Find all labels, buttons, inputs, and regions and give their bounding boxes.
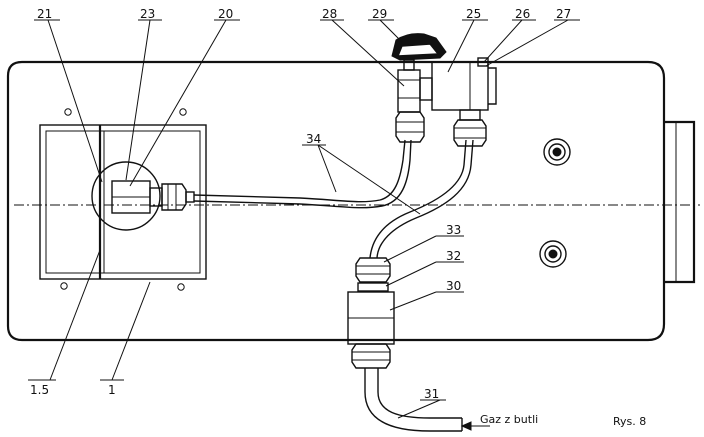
callout-32: 32 [446,249,461,263]
callout-26: 26 [515,7,530,21]
control-bolt-upper [543,138,571,166]
gas-source-label: Gaz z butli [480,413,538,426]
callout-30: 30 [446,279,461,293]
callout-34: 34 [306,132,321,146]
callout-33: 33 [446,223,461,237]
valve-outlet-fitting [395,111,425,143]
callout-1-5: 1.5 [30,383,49,397]
callout-23: 23 [140,7,155,21]
mounting-holes [60,108,187,291]
valve-knob [391,33,447,61]
main-housing-plate [6,60,666,342]
callout-28: 28 [322,7,337,21]
burner-gas-tube [193,139,412,209]
gas-direction-arrowhead [460,421,472,431]
burner-nozzle-fitting [149,183,195,211]
callout-31: 31 [424,387,439,401]
gas-valve [397,59,433,113]
callout-1: 1 [108,383,116,397]
figure-label: Rys. 8 [613,415,646,428]
callout-27: 27 [556,7,571,21]
leader-lines [47,19,569,427]
callout-21: 21 [37,7,52,21]
gas-regulator [347,291,395,369]
burner-window-frame [39,124,207,280]
callout-20: 20 [218,7,233,21]
main-gas-tube [369,139,474,259]
right-side-bracket [664,120,696,284]
callout-25: 25 [466,7,481,21]
block-outlet-fitting [453,109,487,147]
control-bolt-lower [539,240,567,268]
sealing-washer [357,282,389,292]
callout-29: 29 [372,7,387,21]
bottle-hose [364,368,463,432]
